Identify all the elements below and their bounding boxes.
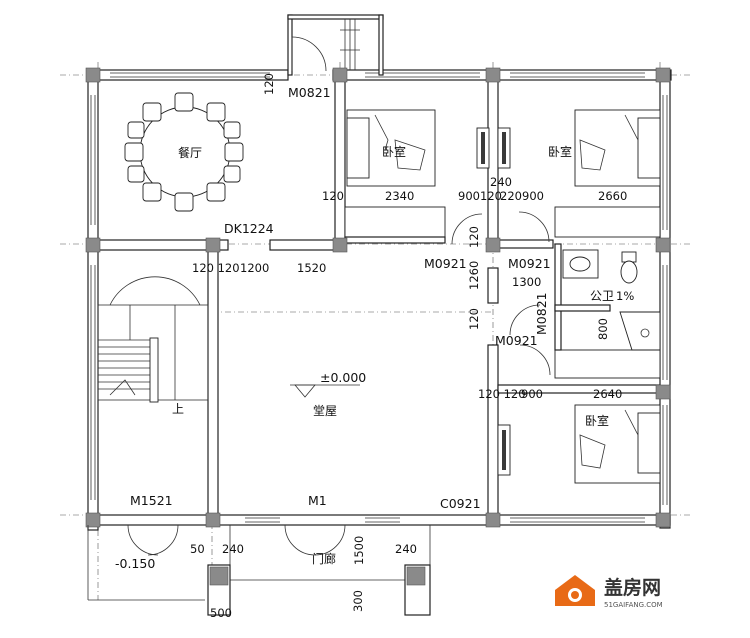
room-main-hall-label: 堂屋 [313, 404, 337, 418]
level-porch-label: -0.150 [115, 556, 155, 571]
door-m0921-lower-tag: M0921 [495, 333, 538, 348]
dim-120-a: 120 [322, 189, 344, 203]
dim-240-top: 240 [490, 175, 512, 189]
door-m0921-right-tag: M0921 [508, 256, 551, 271]
dim-1260: 1260 [467, 261, 481, 290]
dim-1200: 1200 [240, 261, 269, 275]
door-dk1224-tag: DK1224 [224, 221, 274, 236]
room-bedroom-bottom-right-label: 卧室 [585, 413, 609, 428]
room-porch-label: 门廊 [312, 551, 336, 566]
level-floor-label: ±0.000 [320, 370, 366, 385]
brand-name: 盖房网 [604, 576, 661, 599]
dim-900-c: 900 [521, 387, 543, 401]
dim-1300: 1300 [512, 275, 541, 289]
dim-1500: 1500 [352, 536, 366, 565]
door-m0821-bath-tag: M0821 [534, 292, 549, 335]
dim-220: 220 [500, 189, 522, 203]
room-bedroom-top-right-label: 卧室 [548, 144, 572, 159]
dim-2640: 2640 [593, 387, 622, 401]
dining-table [124, 92, 244, 212]
structural-columns [85, 67, 671, 528]
dim-120-top: 120 [262, 73, 276, 95]
room-bedroom-top-left-label: 卧室 [382, 144, 406, 159]
interior-walls [87, 69, 661, 516]
dim-2340: 2340 [385, 189, 414, 203]
exterior-walls [87, 69, 672, 531]
bottom-doors [87, 524, 431, 616]
staircase [97, 276, 209, 403]
dim-2660: 2660 [598, 189, 627, 203]
tv-cabinets [476, 127, 511, 476]
bed-top-left [346, 109, 436, 187]
door-m0921-left-tag: M0921 [424, 256, 467, 271]
dim-120-v1: 120 [467, 226, 481, 248]
window-c0921-tag: C0921 [440, 496, 481, 511]
hall-elevation-mark [290, 384, 360, 398]
bathroom-fixtures [562, 249, 661, 351]
dim-800: 800 [596, 318, 610, 340]
dim-240-a: 240 [222, 542, 244, 556]
brand-logo [555, 575, 595, 606]
door-m1521-tag: M1521 [130, 493, 173, 508]
dim-1520: 1520 [297, 261, 326, 275]
dim-120-b: 120 [480, 189, 502, 203]
dim-900-a: 900 [458, 189, 480, 203]
bed-top-right [574, 109, 661, 187]
dim-500: 500 [210, 606, 232, 620]
interior-door-swings [451, 211, 551, 376]
top-vestibule [287, 14, 384, 76]
slope-label: 1% [616, 289, 634, 303]
dim-120-120: 120 120 [192, 261, 240, 275]
dim-120-120-b: 120 120 [478, 387, 526, 401]
bed-bottom-right [574, 404, 661, 484]
door-m1-tag: M1 [308, 493, 327, 508]
dim-900-b: 900 [522, 189, 544, 203]
dim-120-v2: 120 [467, 308, 481, 330]
room-dining-label: 餐厅 [178, 145, 202, 160]
dim-50: 50 [190, 542, 205, 556]
door-m0821-top-tag: M0821 [288, 85, 331, 100]
brand-url: 51GAIFANG.COM [604, 601, 663, 609]
dim-300: 300 [351, 590, 365, 612]
dim-240-b: 240 [395, 542, 417, 556]
room-bathroom-label: 公卫 [590, 289, 614, 303]
stair-up-label: 上 [172, 402, 184, 416]
